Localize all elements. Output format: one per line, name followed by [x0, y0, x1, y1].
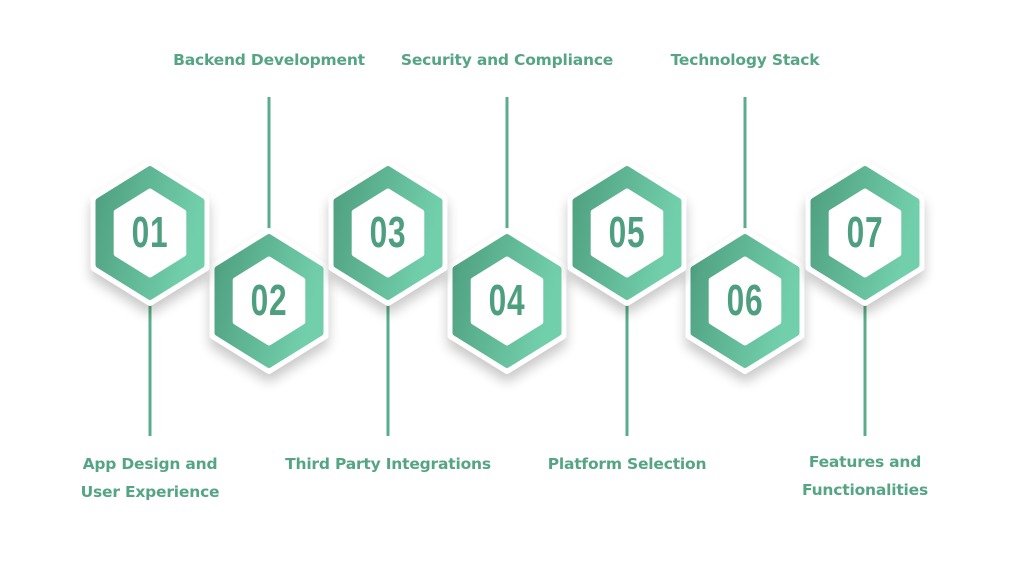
step-number-03: 03	[369, 208, 407, 257]
step-label-line: Third Party Integrations	[285, 455, 491, 473]
hexagon-step-05	[567, 160, 687, 306]
step-number-05: 05	[608, 208, 646, 257]
hexagon-step-01	[90, 160, 210, 306]
step-label-05: Platform Selection	[507, 450, 747, 478]
step-number-07: 07	[846, 208, 884, 257]
step-number-06: 06	[726, 276, 764, 325]
step-label-02: Backend Development	[149, 46, 389, 74]
hexagon-step-03	[328, 160, 448, 306]
step-label-line: App Design and	[82, 455, 218, 473]
hexagon-step-07	[805, 160, 925, 306]
step-number-02: 02	[250, 276, 288, 325]
hexagon-step-06	[685, 228, 805, 374]
step-label-line: Security and Compliance	[400, 51, 614, 69]
step-label-line: Functionalities	[801, 481, 929, 499]
connector-lines	[148, 97, 867, 436]
step-number-01: 01	[131, 208, 169, 257]
step-label-04: Security and Compliance	[387, 46, 627, 74]
step-number-04: 04	[488, 276, 526, 325]
step-label-line: Features and	[808, 453, 922, 471]
step-label-03: Third Party Integrations	[268, 450, 508, 478]
step-label-line: User Experience	[80, 483, 220, 501]
hexagon-step-02	[209, 228, 329, 374]
hexagon-step-04	[447, 228, 567, 374]
step-label-06: Technology Stack	[625, 46, 865, 74]
step-label-line: Backend Development	[173, 51, 365, 69]
step-label-line: Technology Stack	[670, 51, 820, 69]
step-label-line: Platform Selection	[547, 455, 707, 473]
hexagons	[90, 160, 925, 374]
